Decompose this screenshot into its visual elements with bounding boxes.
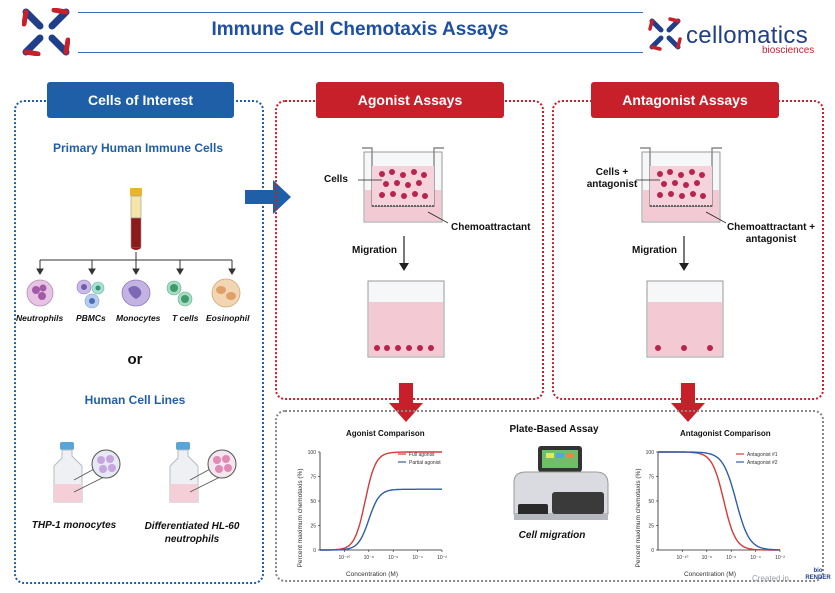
blood-tube-icon — [128, 188, 144, 252]
agonist-x-tick-label: 10⁻² — [437, 555, 447, 561]
antagonist-x-tick-label: 10⁻⁶ — [726, 555, 736, 561]
immune-cell-icons — [26, 278, 241, 309]
agonist-x-tick-label: 10⁻⁴ — [412, 555, 422, 561]
antagonist-chemoattractant-label: Chemoattractant + antagonist — [726, 222, 816, 245]
created-in-text: Created in — [752, 574, 789, 583]
agonist-chart-title: Agonist Comparison — [346, 429, 425, 438]
antagonist-legend-label: Antagonist #2 — [747, 460, 778, 466]
neutrophil-icon — [26, 279, 54, 307]
agonist-x-tick-label: 10⁻⁶ — [388, 555, 398, 561]
eosinophil-icon — [211, 278, 241, 308]
agonist-y-tick-label: 0 — [313, 548, 316, 554]
agonist-heading: Agonist Assays — [316, 82, 504, 118]
agonist-well-result-icon — [367, 280, 445, 358]
pbmc-icon — [76, 279, 105, 309]
antagonist-y-axis-label: Percent maximum chemotaxis (%) — [635, 469, 642, 568]
cell-branch-lines — [36, 252, 236, 275]
cell-label-t-cells: T cells — [172, 313, 199, 323]
brand-subtitle: biosciences — [762, 45, 815, 56]
antagonist-y-tick-label: 75 — [648, 475, 654, 481]
flow-arrow-right-icon — [245, 180, 291, 214]
agonist-legend-label: Full agonist — [409, 452, 435, 458]
antagonist-y-tick-label: 25 — [648, 524, 654, 530]
hl60-label: Differentiated HL-60 neutrophils — [144, 521, 240, 545]
agonist-cells-label: Cells — [324, 174, 348, 185]
primary-cells-title: Primary Human Immune Cells — [52, 141, 224, 155]
cell-lines-title: Human Cell Lines — [84, 393, 186, 407]
hl60-flask-icon — [169, 442, 237, 503]
agonist-series-1-line — [320, 451, 442, 551]
agonist-axes — [319, 452, 442, 551]
antagonist-y-tick-label: 50 — [648, 499, 654, 505]
t-cell-icon — [166, 280, 193, 307]
cell-label-pbmcs: PBMCs — [76, 313, 106, 323]
agonist-x-tick-label: 10⁻¹⁰ — [338, 555, 350, 561]
monocyte-icon — [121, 279, 151, 307]
or-separator: or — [127, 351, 143, 368]
antagonist-x-tick-label: 10⁻² — [775, 555, 785, 561]
agonist-transwell-top-icon — [358, 147, 448, 224]
agonist-y-axis-label: Percent maximum chemotaxis (%) — [297, 469, 304, 568]
logo-cross-icon — [21, 7, 71, 57]
antagonist-x-tick-label: 10⁻⁴ — [750, 555, 760, 561]
cells-of-interest-heading: Cells of Interest — [47, 82, 234, 118]
antagonist-series-2-line — [658, 451, 781, 551]
agonist-y-tick-label: 50 — [310, 499, 316, 505]
antagonist-cells-label: Cells + antagonist — [586, 167, 638, 190]
antagonist-y-tick-label: 0 — [651, 548, 654, 554]
header-rule-top — [78, 12, 643, 13]
agonist-x-tick-label: 10⁻⁸ — [364, 555, 374, 561]
thp1-label: THP-1 monocytes — [31, 520, 117, 531]
agonist-legend-label: Partial agonist — [409, 460, 441, 466]
antagonist-heading: Antagonist Assays — [591, 82, 779, 118]
agonist-y-tick-label: 25 — [310, 524, 316, 530]
agonist-chemoattractant-label: Chemoattractant — [451, 222, 531, 233]
cell-label-eosinophil: Eosinophil — [206, 313, 250, 323]
cell-label-monocytes: Monocytes — [116, 313, 161, 323]
brand-logo-icon — [648, 17, 682, 51]
antagonist-transwell-top-icon — [636, 147, 726, 224]
plate-assay-title: Plate-Based Assay — [509, 424, 599, 435]
cells-of-interest-panel — [14, 100, 264, 584]
antagonist-down-arrow-icon — [679, 236, 689, 271]
antagonist-x-tick-label: 10⁻¹⁰ — [676, 555, 688, 561]
antagonist-comparison-chart: Percent maximum chemotaxis (%) Concentra… — [635, 450, 785, 578]
antagonist-chart-title: Antagonist Comparison — [680, 429, 771, 438]
plate-based-panel — [275, 410, 824, 582]
agonist-y-tick-label: 75 — [310, 475, 316, 481]
antagonist-axes — [657, 452, 780, 551]
agonist-migration-label: Migration — [352, 245, 397, 256]
agonist-to-plate-arrow-icon — [389, 383, 423, 422]
agonist-x-axis-label: Concentration (M) — [346, 571, 398, 578]
agonist-y-tick-label: 100 — [308, 450, 317, 456]
page-title: Immune Cell Chemotaxis Assays — [211, 19, 509, 40]
antagonist-to-plate-arrow-icon — [671, 383, 705, 422]
antagonist-migration-label: Migration — [632, 245, 677, 256]
cell-migration-label: Cell migration — [518, 530, 586, 541]
antagonist-x-axis-label: Concentration (M) — [684, 571, 736, 578]
antagonist-y-tick-label: 100 — [646, 450, 655, 456]
antagonist-series-1-line — [658, 451, 780, 551]
agonist-series-2-line — [320, 488, 442, 551]
antagonist-legend-label: Antagonist #1 — [747, 452, 778, 458]
antagonist-well-result-icon — [646, 280, 724, 358]
cell-label-neutrophils: Neutrophils — [16, 313, 64, 323]
thp1-flask-icon — [53, 442, 121, 503]
biorender-logo: bio RENDER — [805, 568, 831, 581]
plate-reader-instrument-icon — [513, 446, 609, 520]
header-rule-bottom — [78, 52, 643, 53]
agonist-comparison-chart: Percent maximum chemotaxis (%) Concentra… — [297, 450, 447, 578]
brand-name: cellomatics — [686, 22, 808, 49]
antagonist-x-tick-label: 10⁻⁸ — [702, 555, 712, 561]
agonist-down-arrow-icon — [399, 236, 409, 271]
